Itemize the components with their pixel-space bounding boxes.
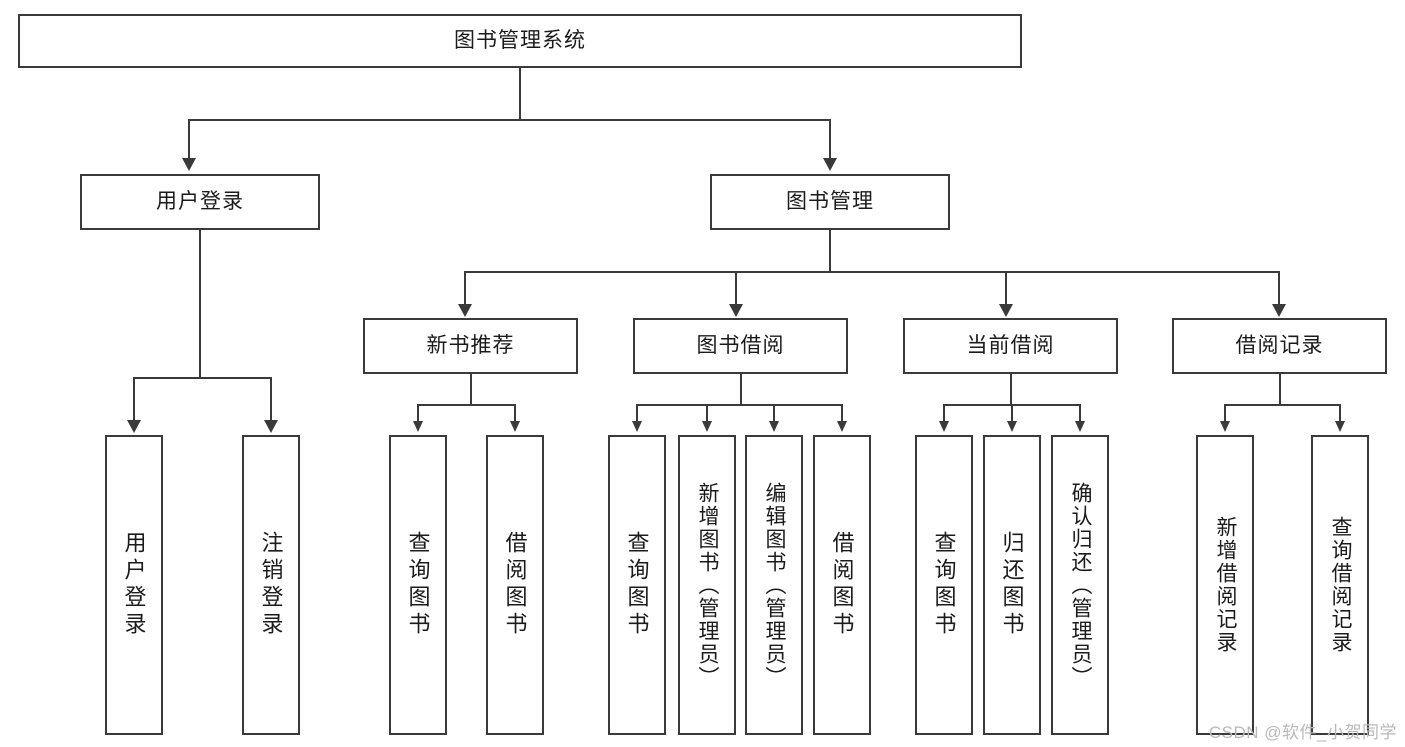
node-label: 确认归还（管理员） — [1069, 481, 1093, 689]
connector-root-to-book-management — [829, 119, 831, 159]
leaf-nbr-borrow-book[interactable]: 借阅图书 — [486, 435, 544, 735]
node-label: 新增图书（管理员） — [696, 481, 720, 689]
connector-bb-drop-3 — [773, 404, 775, 422]
connector-cb-drop-1 — [943, 404, 945, 422]
leaf-br-query-record[interactable]: 查询借阅记录 — [1311, 435, 1369, 735]
arrow-to-br-leaf-2 — [1335, 421, 1345, 432]
node-user-login[interactable]: 用户登录 — [80, 174, 320, 230]
connector-cb-drop-3 — [1079, 404, 1081, 422]
leaf-cb-confirm-return-admin[interactable]: 确认归还（管理员） — [1051, 435, 1109, 735]
node-root-book-management-system[interactable]: 图书管理系统 — [18, 14, 1022, 68]
connector-br-bus — [1224, 404, 1340, 406]
connector-bm-drop-1 — [464, 271, 466, 305]
arrow-to-bb-leaf-4 — [837, 421, 847, 432]
connector-bb-bus — [636, 404, 843, 406]
node-label: 注销登录 — [258, 531, 284, 639]
connector-user-login-stem — [199, 230, 201, 378]
connector-root-to-user-login — [188, 119, 190, 159]
leaf-bb-add-book-admin[interactable]: 新增图书（管理员） — [678, 435, 736, 735]
node-label: 借阅图书 — [502, 531, 528, 639]
arrow-to-leaf-user-login — [127, 420, 141, 433]
node-label: 借阅图书 — [829, 531, 855, 639]
node-label: 新增借阅记录 — [1214, 516, 1238, 654]
arrow-to-bb-leaf-2 — [702, 421, 712, 432]
node-label: 查询图书 — [405, 531, 431, 639]
arrow-to-cb-leaf-3 — [1075, 421, 1085, 432]
connector-nbr-drop-1 — [417, 404, 419, 422]
node-current-borrow[interactable]: 当前借阅 — [903, 318, 1118, 374]
connector-br-stem — [1279, 374, 1281, 405]
arrow-to-cb-leaf-2 — [1007, 421, 1017, 432]
arrow-to-nbr-leaf-2 — [510, 421, 520, 432]
node-book-management[interactable]: 图书管理 — [710, 174, 950, 230]
arrow-to-borrow-record — [1272, 304, 1286, 317]
node-new-book-recommend[interactable]: 新书推荐 — [363, 318, 578, 374]
connector-cb-drop-2 — [1011, 404, 1013, 422]
connector-nbr-stem — [470, 374, 472, 405]
leaf-br-add-record[interactable]: 新增借阅记录 — [1196, 435, 1254, 735]
connector-root-bus — [188, 119, 831, 121]
node-label: 用户登录 — [156, 190, 244, 214]
node-label: 图书管理系统 — [454, 29, 586, 53]
leaf-bb-edit-book-admin[interactable]: 编辑图书（管理员） — [745, 435, 803, 735]
node-label: 编辑图书（管理员） — [763, 481, 787, 689]
node-label: 归还图书 — [999, 531, 1025, 639]
node-label: 借阅记录 — [1235, 334, 1324, 358]
connector-br-drop-2 — [1339, 404, 1341, 422]
connector-nbr-bus — [417, 404, 515, 406]
arrow-to-cb-leaf-1 — [939, 421, 949, 432]
leaf-user-login[interactable]: 用户登录 — [105, 435, 163, 735]
arrow-to-bb-leaf-1 — [632, 421, 642, 432]
arrow-to-current-borrow — [999, 304, 1013, 317]
node-label: 查询图书 — [624, 531, 650, 639]
connector-cb-stem — [1010, 374, 1012, 405]
connector-bm-drop-2 — [735, 271, 737, 305]
node-label: 用户登录 — [121, 531, 147, 639]
node-label: 查询借阅记录 — [1329, 516, 1353, 654]
arrow-to-bb-leaf-3 — [769, 421, 779, 432]
connector-bb-drop-4 — [841, 404, 843, 422]
connector-user-login-bus — [133, 377, 271, 379]
connector-bm-drop-4 — [1278, 271, 1280, 305]
connector-bb-drop-1 — [636, 404, 638, 422]
leaf-bb-borrow-book[interactable]: 借阅图书 — [813, 435, 871, 735]
connector-bb-drop-2 — [706, 404, 708, 422]
arrow-to-new-book-recommend — [458, 304, 472, 317]
connector-br-drop-1 — [1224, 404, 1226, 422]
csdn-watermark: CSDN @软件_小贺同学 — [1208, 723, 1397, 742]
node-borrow-record[interactable]: 借阅记录 — [1172, 318, 1387, 374]
arrow-to-book-borrow — [729, 304, 743, 317]
arrow-to-user-login — [182, 158, 196, 171]
connector-book-management-stem — [829, 230, 831, 272]
arrow-to-leaf-logout — [264, 420, 278, 433]
node-label: 当前借阅 — [966, 334, 1055, 358]
connector-user-login-drop-2 — [270, 377, 272, 421]
leaf-cb-query-book[interactable]: 查询图书 — [915, 435, 973, 735]
connector-book-management-bus — [464, 271, 1280, 273]
arrow-to-nbr-leaf-1 — [413, 421, 423, 432]
connector-root-stem — [519, 68, 521, 120]
node-label: 图书管理 — [786, 190, 874, 214]
node-book-borrow[interactable]: 图书借阅 — [633, 318, 848, 374]
connector-user-login-drop-1 — [133, 377, 135, 421]
node-label: 图书借阅 — [696, 334, 785, 358]
arrow-to-book-management — [823, 158, 837, 171]
node-label: 新书推荐 — [426, 334, 515, 358]
leaf-cb-return-book[interactable]: 归还图书 — [983, 435, 1041, 735]
node-label: 查询图书 — [931, 531, 957, 639]
connector-bb-stem — [740, 374, 742, 405]
leaf-bb-query-book[interactable]: 查询图书 — [608, 435, 666, 735]
leaf-nbr-query-book[interactable]: 查询图书 — [389, 435, 447, 735]
leaf-logout[interactable]: 注销登录 — [242, 435, 300, 735]
connector-bm-drop-3 — [1005, 271, 1007, 305]
arrow-to-br-leaf-1 — [1220, 421, 1230, 432]
connector-nbr-drop-2 — [514, 404, 516, 422]
